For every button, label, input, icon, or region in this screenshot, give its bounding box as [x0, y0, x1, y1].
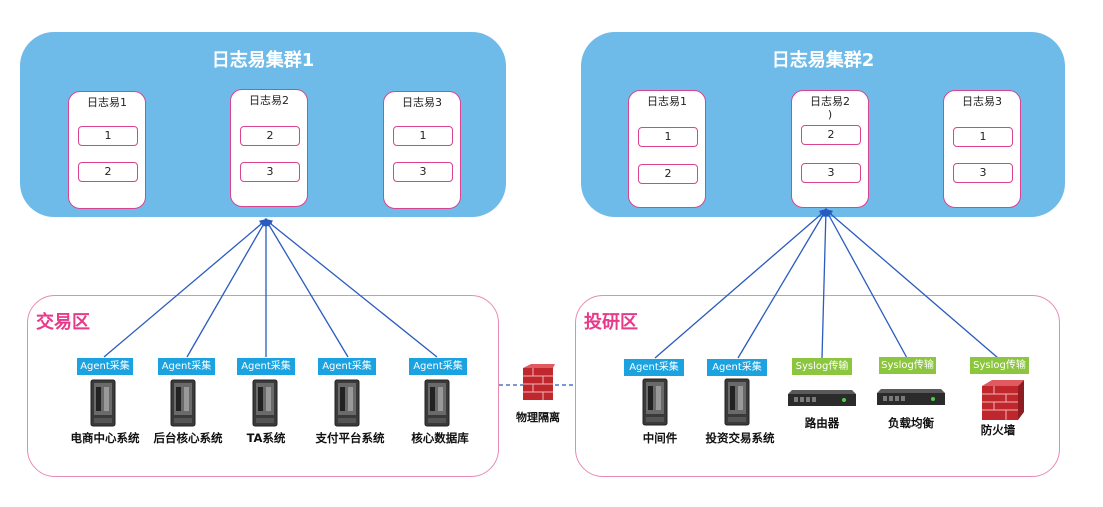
syslog-tag: Syslog传输	[879, 357, 936, 374]
system-label: TA系统	[246, 431, 286, 445]
server-icon	[422, 379, 452, 431]
agent-tag: Agent采集	[624, 359, 684, 376]
cluster1-node-1: 日志易1 1 2	[68, 91, 146, 209]
shard: 2	[801, 125, 861, 145]
zone-title: 交易区	[36, 312, 90, 333]
server-icon	[722, 378, 752, 430]
server-icon	[168, 379, 198, 431]
agent-tag: Agent采集	[318, 358, 376, 375]
arrow-line	[654, 208, 828, 359]
cluster2-node-2: 日志易2 ) 2 3	[791, 90, 869, 208]
shard: 3	[801, 163, 861, 183]
arrow-line	[737, 208, 828, 359]
shard: 3	[953, 163, 1013, 183]
system-label: 路由器	[804, 416, 840, 430]
shard: 3	[240, 162, 300, 182]
system-label: 支付平台系统	[315, 431, 385, 445]
system-label: 中间件	[642, 431, 678, 445]
node-title: 日志易1	[647, 95, 687, 108]
server-icon	[332, 379, 362, 431]
node-title: 日志易3	[962, 95, 1002, 108]
arrow-line	[264, 218, 438, 358]
shard: 2	[240, 126, 300, 146]
cluster2-node-3: 日志易3 1 3	[943, 90, 1021, 208]
cluster-title: 日志易集群2	[771, 50, 875, 71]
agent-tag: Agent采集	[409, 358, 467, 375]
arrow-line	[821, 208, 830, 359]
shard: 1	[78, 126, 138, 146]
shard: 1	[953, 127, 1013, 147]
node-title: 日志易2	[249, 94, 289, 107]
agent-tag: Agent采集	[158, 358, 215, 375]
server-icon	[640, 378, 670, 430]
arrow-line	[824, 208, 999, 359]
system-label: 核心数据库	[411, 431, 469, 445]
cluster-title: 日志易集群1	[211, 50, 315, 71]
shard: 2	[78, 162, 138, 182]
server-icon	[88, 379, 118, 431]
node-title: 日志易1	[87, 96, 127, 109]
isolation-label: 物理隔离	[516, 411, 560, 424]
cluster2-node-1: 日志易1 1 2	[628, 90, 706, 208]
server-icon	[250, 379, 280, 431]
shard: 3	[393, 162, 453, 182]
zone-title: 投研区	[584, 312, 638, 333]
system-label: 电商中心系统	[70, 431, 140, 445]
system-label: 后台核心系统	[153, 431, 223, 445]
node-title: 日志易3	[402, 96, 442, 109]
system-label: 防火墙	[980, 423, 1016, 437]
shard: 2	[638, 164, 698, 184]
arrow-line	[264, 218, 349, 358]
syslog-tag: Syslog传输	[792, 358, 852, 375]
node-title: 日志易2 )	[810, 95, 850, 121]
router-icon	[788, 390, 856, 410]
cluster1-node-2: 日志易2 2 3	[230, 89, 308, 207]
agent-tag: Agent采集	[707, 359, 767, 376]
arrow-line	[103, 218, 268, 358]
system-label: 投资交易系统	[705, 431, 775, 445]
system-label: 负载均衡	[888, 416, 934, 430]
firewall-icon	[978, 380, 1024, 424]
shard: 1	[393, 126, 453, 146]
router-icon	[877, 389, 945, 409]
arrow-line	[825, 208, 908, 359]
arrow-line	[186, 218, 267, 358]
firewall-icon	[521, 364, 555, 406]
shard: 1	[638, 127, 698, 147]
syslog-tag: Syslog传输	[970, 357, 1029, 374]
agent-tag: Agent采集	[77, 358, 133, 375]
cluster1-node-3: 日志易3 1 3	[383, 91, 461, 209]
agent-tag: Agent采集	[237, 358, 295, 375]
